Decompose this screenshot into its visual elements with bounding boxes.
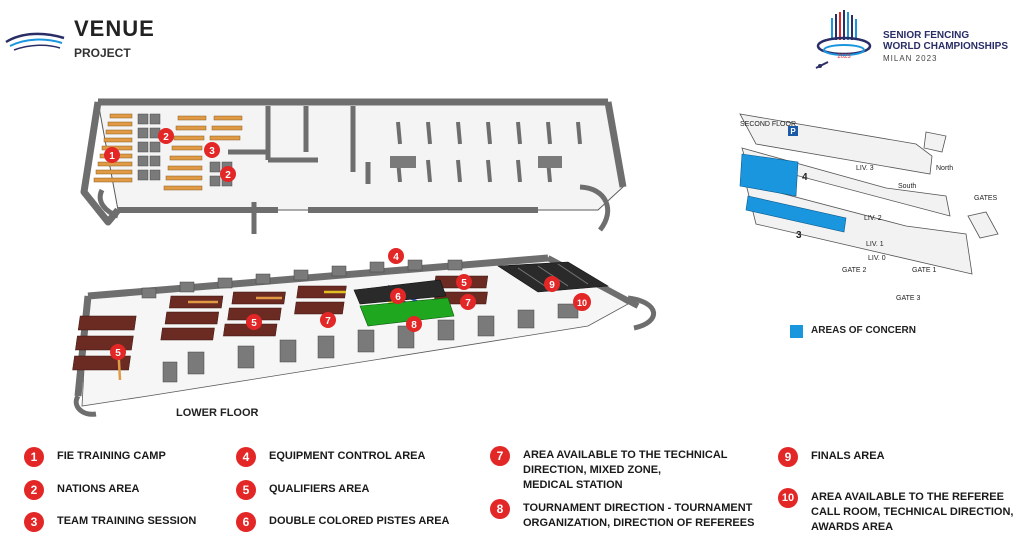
- svg-text:1: 1: [109, 151, 115, 162]
- legend-label-line: CALL ROOM, TECHNICAL DIRECTION,: [811, 506, 1014, 518]
- south-label: South: [898, 183, 916, 190]
- legend-item-7: 7 AREA AVAILABLE TO THE TECHNICAL DIRECT…: [490, 446, 728, 493]
- svg-text:7: 7: [325, 316, 331, 327]
- areas-of-concern-label: AREAS OF CONCERN: [811, 325, 917, 336]
- legend-label: FIE TRAINING CAMP: [57, 450, 166, 462]
- line-0-label: LIV. 0: [868, 255, 886, 262]
- legend-badge: 10: [778, 488, 798, 508]
- svg-text:6: 6: [395, 292, 401, 303]
- lower-floor-plan: 4 5 5 5 6 7 7 8 9 10: [72, 248, 657, 417]
- site-overview-map: P SECOND FLOOR 4 3 LIV. 3 LIV. 2 LIV. 1 …: [739, 113, 999, 302]
- legend-item-5: 5 QUALIFIERS AREA: [236, 480, 369, 500]
- legend-item-3: 3 TEAM TRAINING SESSION: [24, 512, 196, 532]
- championship-city: MILAN 2023: [883, 54, 938, 63]
- areas-of-concern-swatch: [790, 325, 803, 338]
- legend-label-line: DIRECTION, MIXED ZONE,: [523, 464, 662, 476]
- legend-label-line: AWARDS AREA: [811, 521, 894, 533]
- line-3-label: LIV. 3: [856, 165, 874, 172]
- legend-item-9: 9 FINALS AREA: [778, 447, 885, 467]
- lower-floor-label: LOWER FLOOR: [176, 407, 259, 419]
- legend-badge: 9: [778, 447, 798, 467]
- legend-label: FINALS AREA: [811, 450, 885, 462]
- svg-text:10: 10: [577, 298, 587, 308]
- second-floor-label: SECOND FLOOR: [740, 121, 796, 128]
- legend-item-8: 8 TOURNAMENT DIRECTION - TOURNAMENT ORGA…: [490, 499, 754, 531]
- parking-icon: P: [790, 127, 796, 136]
- legend-label-line: ORGANIZATION, DIRECTION OF REFEREES: [523, 517, 755, 529]
- championship-title-line2: WORLD CHAMPIONSHIPS: [883, 41, 1008, 52]
- legend-label-line: MEDICAL STATION: [523, 479, 623, 491]
- legend-label-line: AREA AVAILABLE TO THE TECHNICAL: [523, 449, 728, 461]
- upper-floor-plan: 1 2 3 2: [80, 98, 627, 234]
- north-label: North: [936, 165, 953, 172]
- legend-badge: 2: [24, 480, 44, 500]
- svg-text:5: 5: [251, 318, 257, 329]
- page-title: VENUE: [74, 16, 155, 41]
- gate-3-label: GATE 3: [896, 295, 920, 302]
- hall-3-label: 3: [796, 230, 802, 241]
- legend-item-1: 1 FIE TRAINING CAMP: [24, 447, 166, 467]
- svg-text:5: 5: [461, 278, 467, 289]
- gates-note-label: GATES: [974, 195, 998, 202]
- legend-badge: 3: [24, 512, 44, 532]
- legend-label: QUALIFIERS AREA: [269, 483, 370, 495]
- svg-text:4: 4: [393, 252, 399, 263]
- legend-badge: 6: [236, 512, 256, 532]
- legend-badge: 7: [490, 446, 510, 466]
- legend-item-2: 2 NATIONS AREA: [24, 480, 140, 500]
- legend-badge: 4: [236, 447, 256, 467]
- legend-badge: 1: [24, 447, 44, 467]
- championship-logo: 2023: [815, 10, 872, 69]
- legend-item-10: 10 AREA AVAILABLE TO THE REFEREE CALL RO…: [778, 488, 1013, 535]
- legend-label: NATIONS AREA: [57, 483, 140, 495]
- legend-label: TOURNAMENT DIRECTION - TOURNAMENT ORGANI…: [523, 501, 754, 531]
- gate-1-label: GATE 1: [912, 267, 936, 274]
- legend-item-4: 4 EQUIPMENT CONTROL AREA: [236, 447, 425, 467]
- championship-title-line1: SENIOR FENCING: [883, 30, 970, 41]
- line-1-label: LIV. 1: [866, 241, 884, 248]
- svg-text:2: 2: [225, 170, 231, 181]
- svg-text:5: 5: [115, 348, 121, 359]
- gate-2-label: GATE 2: [842, 267, 866, 274]
- area-of-concern-hall-4: [739, 153, 799, 197]
- legend-badge: 8: [490, 499, 510, 519]
- legend-label: TEAM TRAINING SESSION: [57, 515, 197, 527]
- legend-label: AREA AVAILABLE TO THE REFEREE CALL ROOM,…: [811, 490, 1013, 535]
- svg-text:3: 3: [209, 146, 215, 157]
- area-of-concern-hall-3: [745, 195, 847, 233]
- legend-label: AREA AVAILABLE TO THE TECHNICAL DIRECTIO…: [523, 448, 728, 493]
- legend-label-line: AREA AVAILABLE TO THE REFEREE: [811, 491, 1004, 503]
- page-subtitle: PROJECT: [74, 46, 131, 60]
- legend-label-line: TOURNAMENT DIRECTION - TOURNAMENT: [523, 502, 753, 514]
- logo-year: 2023: [837, 54, 851, 60]
- hall-4-label: 4: [802, 172, 808, 183]
- legend-label: EQUIPMENT CONTROL AREA: [269, 450, 426, 462]
- svg-text:7: 7: [465, 298, 471, 309]
- svg-text:8: 8: [411, 320, 417, 331]
- legend-item-6: 6 DOUBLE COLORED PISTES AREA: [236, 512, 450, 532]
- legend-label: DOUBLE COLORED PISTES AREA: [269, 515, 450, 527]
- legend-badge: 5: [236, 480, 256, 500]
- brand-swoosh-logo: [5, 32, 65, 51]
- svg-text:9: 9: [549, 280, 555, 291]
- svg-text:2: 2: [163, 132, 169, 143]
- line-2-label: LIV. 2: [864, 215, 882, 222]
